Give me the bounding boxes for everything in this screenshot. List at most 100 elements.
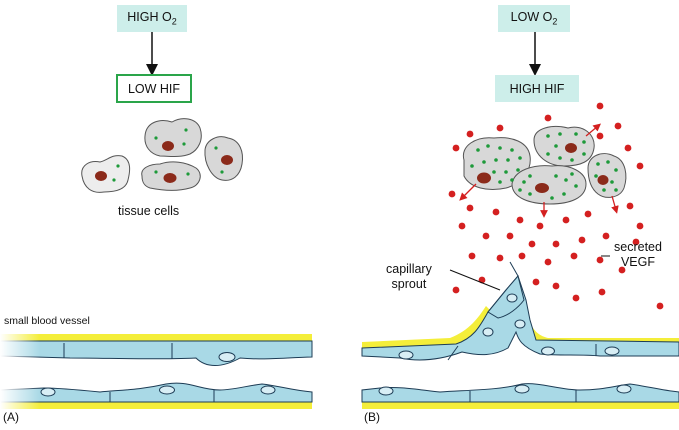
hif-dot [516, 168, 520, 172]
vegf-dot [544, 114, 552, 122]
hif-dot [154, 170, 158, 174]
hif-dot [550, 196, 554, 200]
secretion-arrow [585, 123, 601, 137]
panel-a [0, 5, 313, 414]
low-o2-text: LOW O2 [510, 10, 558, 27]
low-o2-box [498, 5, 570, 32]
subscript-2: 2 [171, 16, 177, 27]
secreted-line: secreted [614, 240, 662, 254]
vegf-dot [516, 216, 524, 224]
subscript-2: 2 [552, 16, 558, 27]
endothelial-nucleus [482, 327, 494, 337]
hif-dot [574, 184, 578, 188]
blood-vessel-a [0, 330, 313, 414]
small-blood-vessel-label: small blood vessel [4, 315, 90, 327]
endothelial-nucleus [541, 346, 555, 356]
hif-dot [582, 152, 586, 156]
vegf-dot [452, 286, 460, 294]
hif-dot [528, 174, 532, 178]
hif-dot [564, 178, 568, 182]
hif-dot [476, 148, 480, 152]
capillary-line: capillary [386, 262, 432, 276]
hypoxic-cells-group [459, 123, 627, 218]
capillary-leader-line [449, 269, 501, 291]
hif-dot [220, 170, 224, 174]
hif-dot [522, 180, 526, 184]
vegf-dot [528, 240, 536, 248]
vegf-dot [552, 240, 560, 248]
vegf-dot [602, 232, 610, 240]
tissue-cell [144, 118, 202, 157]
sprout-filopodium [509, 261, 519, 277]
tissue-cells-group [81, 118, 243, 193]
hif-dot [518, 156, 522, 160]
cell-junction [447, 345, 459, 361]
hif-dot [546, 152, 550, 156]
endothelial-nucleus [398, 350, 414, 360]
vegf-dot [584, 210, 592, 218]
vegf-dot [518, 252, 526, 260]
vegf-dot [596, 132, 604, 140]
endothelial-nucleus [159, 385, 175, 395]
high-o2-box [117, 5, 187, 32]
vegf-dot [596, 102, 604, 110]
panel-b-letter: (B) [364, 410, 380, 424]
nucleus [477, 172, 491, 184]
hif-dot [562, 192, 566, 196]
nucleus [565, 143, 577, 153]
vegf-dot [618, 266, 626, 274]
vegf-dot [496, 254, 504, 262]
hypoxic-cell [587, 153, 627, 198]
vegf-dot [466, 204, 474, 212]
high-hif-text: HIGH HIF [509, 81, 565, 96]
hif-dot [602, 188, 606, 192]
nucleus [162, 141, 174, 151]
vegf-dot [552, 282, 560, 290]
nucleus [163, 173, 177, 183]
vegf-dot [466, 130, 474, 138]
sprout-line: sprout [391, 277, 427, 291]
hif-dot [498, 146, 502, 150]
hif-dot [498, 180, 502, 184]
vessel-fade [0, 330, 40, 414]
hif-dot [506, 158, 510, 162]
vegf-dot [562, 216, 570, 224]
hif-dot [570, 172, 574, 176]
vessel-wall-bottom-b [362, 400, 679, 409]
hif-dot [614, 188, 618, 192]
hif-dot [614, 168, 618, 172]
tissue-cells-label: tissue cells [118, 204, 180, 218]
high-hif-label: HIGH HIF [495, 75, 579, 102]
hif-dot [518, 188, 522, 192]
endothelial-layer-bottom [0, 382, 313, 403]
nucleus [597, 175, 609, 185]
vegf-dot [570, 252, 578, 260]
endothelial-nucleus [514, 384, 530, 394]
secretion-arrow [611, 195, 619, 214]
hif-dot [182, 142, 186, 146]
hif-dot [214, 146, 218, 150]
vegf-dot [596, 256, 604, 264]
vegf-dot [598, 288, 606, 296]
endothelial-nucleus [616, 384, 632, 394]
hif-dot [574, 132, 578, 136]
hif-dot [558, 156, 562, 160]
hif-dot [596, 162, 600, 166]
vegf-dot [632, 238, 640, 246]
vegf-dot [468, 252, 476, 260]
hif-dot [186, 172, 190, 176]
vegf-dot [636, 222, 644, 230]
hif-dots-b [470, 132, 618, 200]
vessel-wall-top-b [362, 306, 492, 350]
secretion-arrow [459, 183, 477, 201]
endothelial-layer-top [0, 340, 313, 366]
endothelial-nucleus [218, 352, 236, 362]
nucleus [95, 171, 107, 181]
vegf-dot [624, 144, 632, 152]
low-hif-label: LOW HIF [117, 75, 191, 102]
endothelial-nucleus [40, 387, 56, 397]
hif-dot [154, 136, 158, 140]
vessel-wall-bottom [0, 400, 312, 409]
